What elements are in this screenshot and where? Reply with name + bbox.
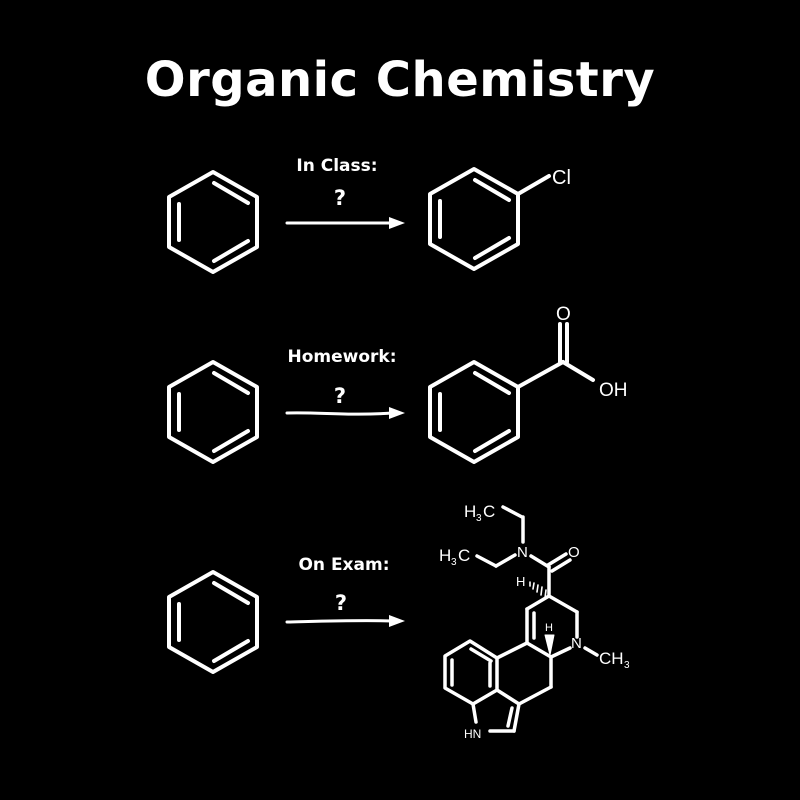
reagent-question-mark: ? xyxy=(334,591,348,615)
reaction-arrow-2 xyxy=(285,407,405,419)
row-label-homework: Homework: xyxy=(287,347,397,367)
stereo-hydrogen-2: H xyxy=(545,622,553,634)
benzene-reactant-2 xyxy=(167,360,259,464)
methyl-top-c: C xyxy=(483,502,495,521)
amide-nitrogen-label: N xyxy=(517,544,528,561)
lsd-product xyxy=(443,505,599,733)
methyl-left-c: C xyxy=(458,546,470,565)
benzoic-acid-product xyxy=(428,322,595,464)
chlorine-atom-label: Cl xyxy=(552,167,571,189)
benzene-reactant-1 xyxy=(167,170,259,274)
methyl-top-sub: 3 xyxy=(476,513,482,524)
stereo-hydrogen-1: H xyxy=(516,574,525,589)
reagent-question-mark: ? xyxy=(333,384,347,408)
carbonyl-oxygen-label: O xyxy=(556,304,571,325)
row-label-on-exam: On Exam: xyxy=(298,555,390,575)
hydroxyl-label: OH xyxy=(599,380,628,401)
reagent-question-mark: ? xyxy=(333,186,347,210)
reaction-arrow-3 xyxy=(285,615,405,627)
methyl-left-sub: 3 xyxy=(451,557,457,568)
chlorobenzene-product xyxy=(428,167,551,271)
amide-oxygen-label: O xyxy=(568,544,580,561)
methyl-top-h: H xyxy=(464,502,476,521)
n-methyl-label: CH xyxy=(599,649,624,668)
methyl-left-h: H xyxy=(439,546,451,565)
page-title: Organic Chemistry xyxy=(144,52,656,108)
indole-nh-label: HN xyxy=(464,727,481,741)
row-label-in-class: In Class: xyxy=(296,156,378,176)
n-methyl-sub: 3 xyxy=(624,660,630,671)
ring-nitrogen-label: N xyxy=(571,635,582,652)
reaction-arrow-1 xyxy=(285,217,405,229)
benzene-reactant-3 xyxy=(167,570,259,674)
